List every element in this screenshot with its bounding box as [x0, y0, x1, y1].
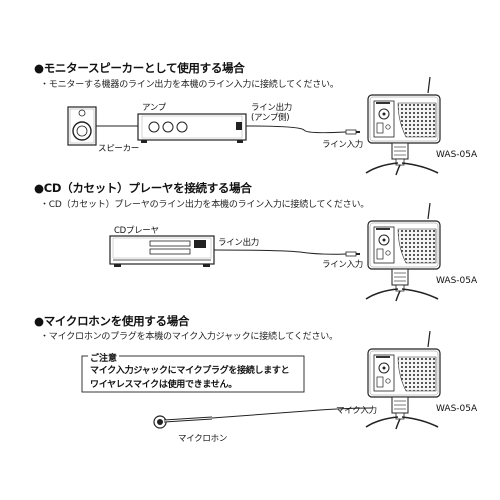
note-line-2: ワイヤレスマイクは使用できません。: [90, 380, 237, 390]
note-body: マイク入力ジャックにマイクプラグを接続しますと ワイヤレスマイクは使用できません…: [90, 364, 290, 392]
line-in-label-1: ライン入力: [322, 140, 364, 150]
section-1-description: ・モニターする機器のライン出力を本機のライン入力に接続してください。: [40, 80, 339, 90]
was05a-unit-2: [365, 202, 441, 302]
line-out-amp-side-label: (アンプ側): [251, 113, 290, 123]
speaker-icon: [67, 106, 97, 146]
line-out-amp-label: ライン出力: [251, 103, 293, 113]
model-label-2: WAS-05A: [436, 276, 478, 286]
note-line-1: マイク入力ジャックにマイクプラグを接続しますと: [90, 366, 290, 376]
line-out-cd-label: ライン出力: [218, 238, 260, 248]
section-3-heading: ●マイクロホンを使用する場合: [34, 314, 190, 328]
section-2-description: ・CD（カセット）プレーヤのライン出力を本機のライン入力に接続してください。: [40, 200, 370, 210]
line-cable-1: [245, 125, 347, 134]
amplifier-icon: [137, 113, 247, 143]
was05a-unit-3: [365, 330, 441, 430]
model-label-1: WAS-05A: [436, 150, 478, 160]
note-title: ご注意: [88, 351, 120, 364]
speaker-label: スピーカー: [98, 144, 140, 154]
cd-player-label: CDプレーヤ: [114, 226, 159, 236]
mic-cable: [211, 407, 373, 419]
microphone-label: マイクロホン: [178, 434, 228, 444]
section-1-heading: ●モニタースピーカーとして使用する場合: [34, 61, 245, 75]
cd-player-icon: [109, 235, 215, 267]
line-in-label-2: ライン入力: [322, 260, 364, 270]
section-3-description: ・マイクロホンのプラグを本機のマイク入力ジャックに接続してください。: [40, 332, 338, 342]
line-plug-2: [345, 251, 361, 257]
was05a-unit-1: [365, 76, 441, 176]
section-2-heading: ●CD（カセット）プレーヤを接続する場合: [34, 181, 252, 195]
model-label-3: WAS-05A: [436, 404, 478, 414]
amp-label: アンプ: [142, 103, 167, 113]
line-cable-2: [213, 249, 347, 255]
microphone-icon: [153, 415, 213, 429]
line-plug-1: [345, 129, 361, 135]
mic-in-label: マイク入力: [336, 406, 377, 416]
